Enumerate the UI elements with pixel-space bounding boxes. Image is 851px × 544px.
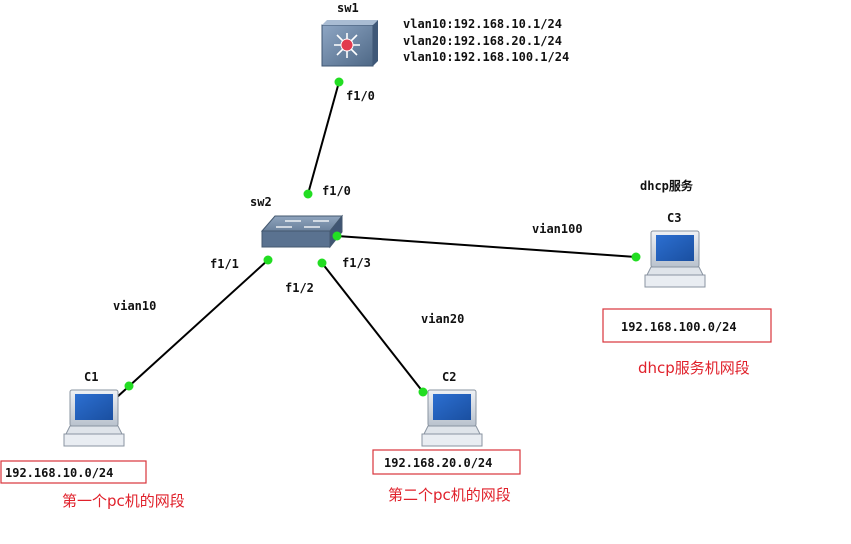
sw1-config-line-1: vlan10:192.168.10.1/24: [403, 17, 562, 31]
port-dot-c3: [631, 252, 641, 262]
link-label-vian100: vian100: [532, 222, 583, 236]
c3-note-label: dhcp服务: [640, 178, 694, 193]
sw1-router-icon[interactable]: [321, 20, 378, 67]
link-sw1-sw2: [307, 81, 340, 195]
c1-pc-icon[interactable]: [63, 389, 125, 447]
link-sw2-c1: [115, 259, 269, 399]
port-dot-sw2-f12: [317, 258, 327, 268]
subnet-c2-caption: 第二个pc机的网段: [388, 486, 511, 504]
links: [115, 81, 637, 399]
sw1-config-line-3: vlan10:192.168.100.1/24: [403, 50, 569, 64]
subnet-box-c2: 192.168.20.0/24: [372, 449, 521, 475]
port-label-sw2-f10: f1/0: [322, 184, 351, 198]
port-dot-c2: [418, 387, 428, 397]
subnet-c1-caption: 第一个pc机的网段: [62, 492, 185, 510]
subnet-c1-network: 192.168.10.0/24: [5, 466, 113, 480]
link-label-vian10: vian10: [113, 299, 156, 313]
c3-label: C3: [667, 211, 681, 225]
port-label-sw2-f13: f1/3: [342, 256, 371, 270]
subnet-c3-network: 192.168.100.0/24: [621, 320, 737, 334]
subnet-box-c1: 192.168.10.0/24: [0, 460, 147, 484]
port-dot-sw2-f10: [303, 189, 313, 199]
link-sw2-c2: [321, 262, 424, 393]
c2-pc-icon[interactable]: [421, 389, 483, 447]
port-dots: [124, 77, 641, 397]
port-label-sw2-f11: f1/1: [210, 257, 239, 271]
port-dot-c1: [124, 381, 134, 391]
sw1-label: sw1: [337, 1, 359, 15]
c2-label: C2: [442, 370, 456, 384]
link-sw2-c3: [336, 235, 637, 258]
subnet-c3-caption: dhcp服务机网段: [638, 359, 750, 377]
c3-pc-icon[interactable]: [644, 230, 706, 288]
port-label-sw2-f12: f1/2: [285, 281, 314, 295]
sw2-label: sw2: [250, 195, 272, 209]
subnet-box-c3: 192.168.100.0/24: [602, 308, 772, 343]
port-label-sw1-f10: f1/0: [346, 89, 375, 103]
link-label-vian20: vian20: [421, 312, 464, 326]
sw2-switch-icon[interactable]: [260, 214, 344, 249]
port-dot-sw2-f11: [263, 255, 273, 265]
port-dot-sw2-f13-right: [332, 231, 342, 241]
subnet-c2-network: 192.168.20.0/24: [384, 456, 492, 470]
sw1-config-line-2: vlan20:192.168.20.1/24: [403, 34, 562, 48]
c1-label: C1: [84, 370, 98, 384]
port-dot-sw1-f10: [334, 77, 344, 87]
